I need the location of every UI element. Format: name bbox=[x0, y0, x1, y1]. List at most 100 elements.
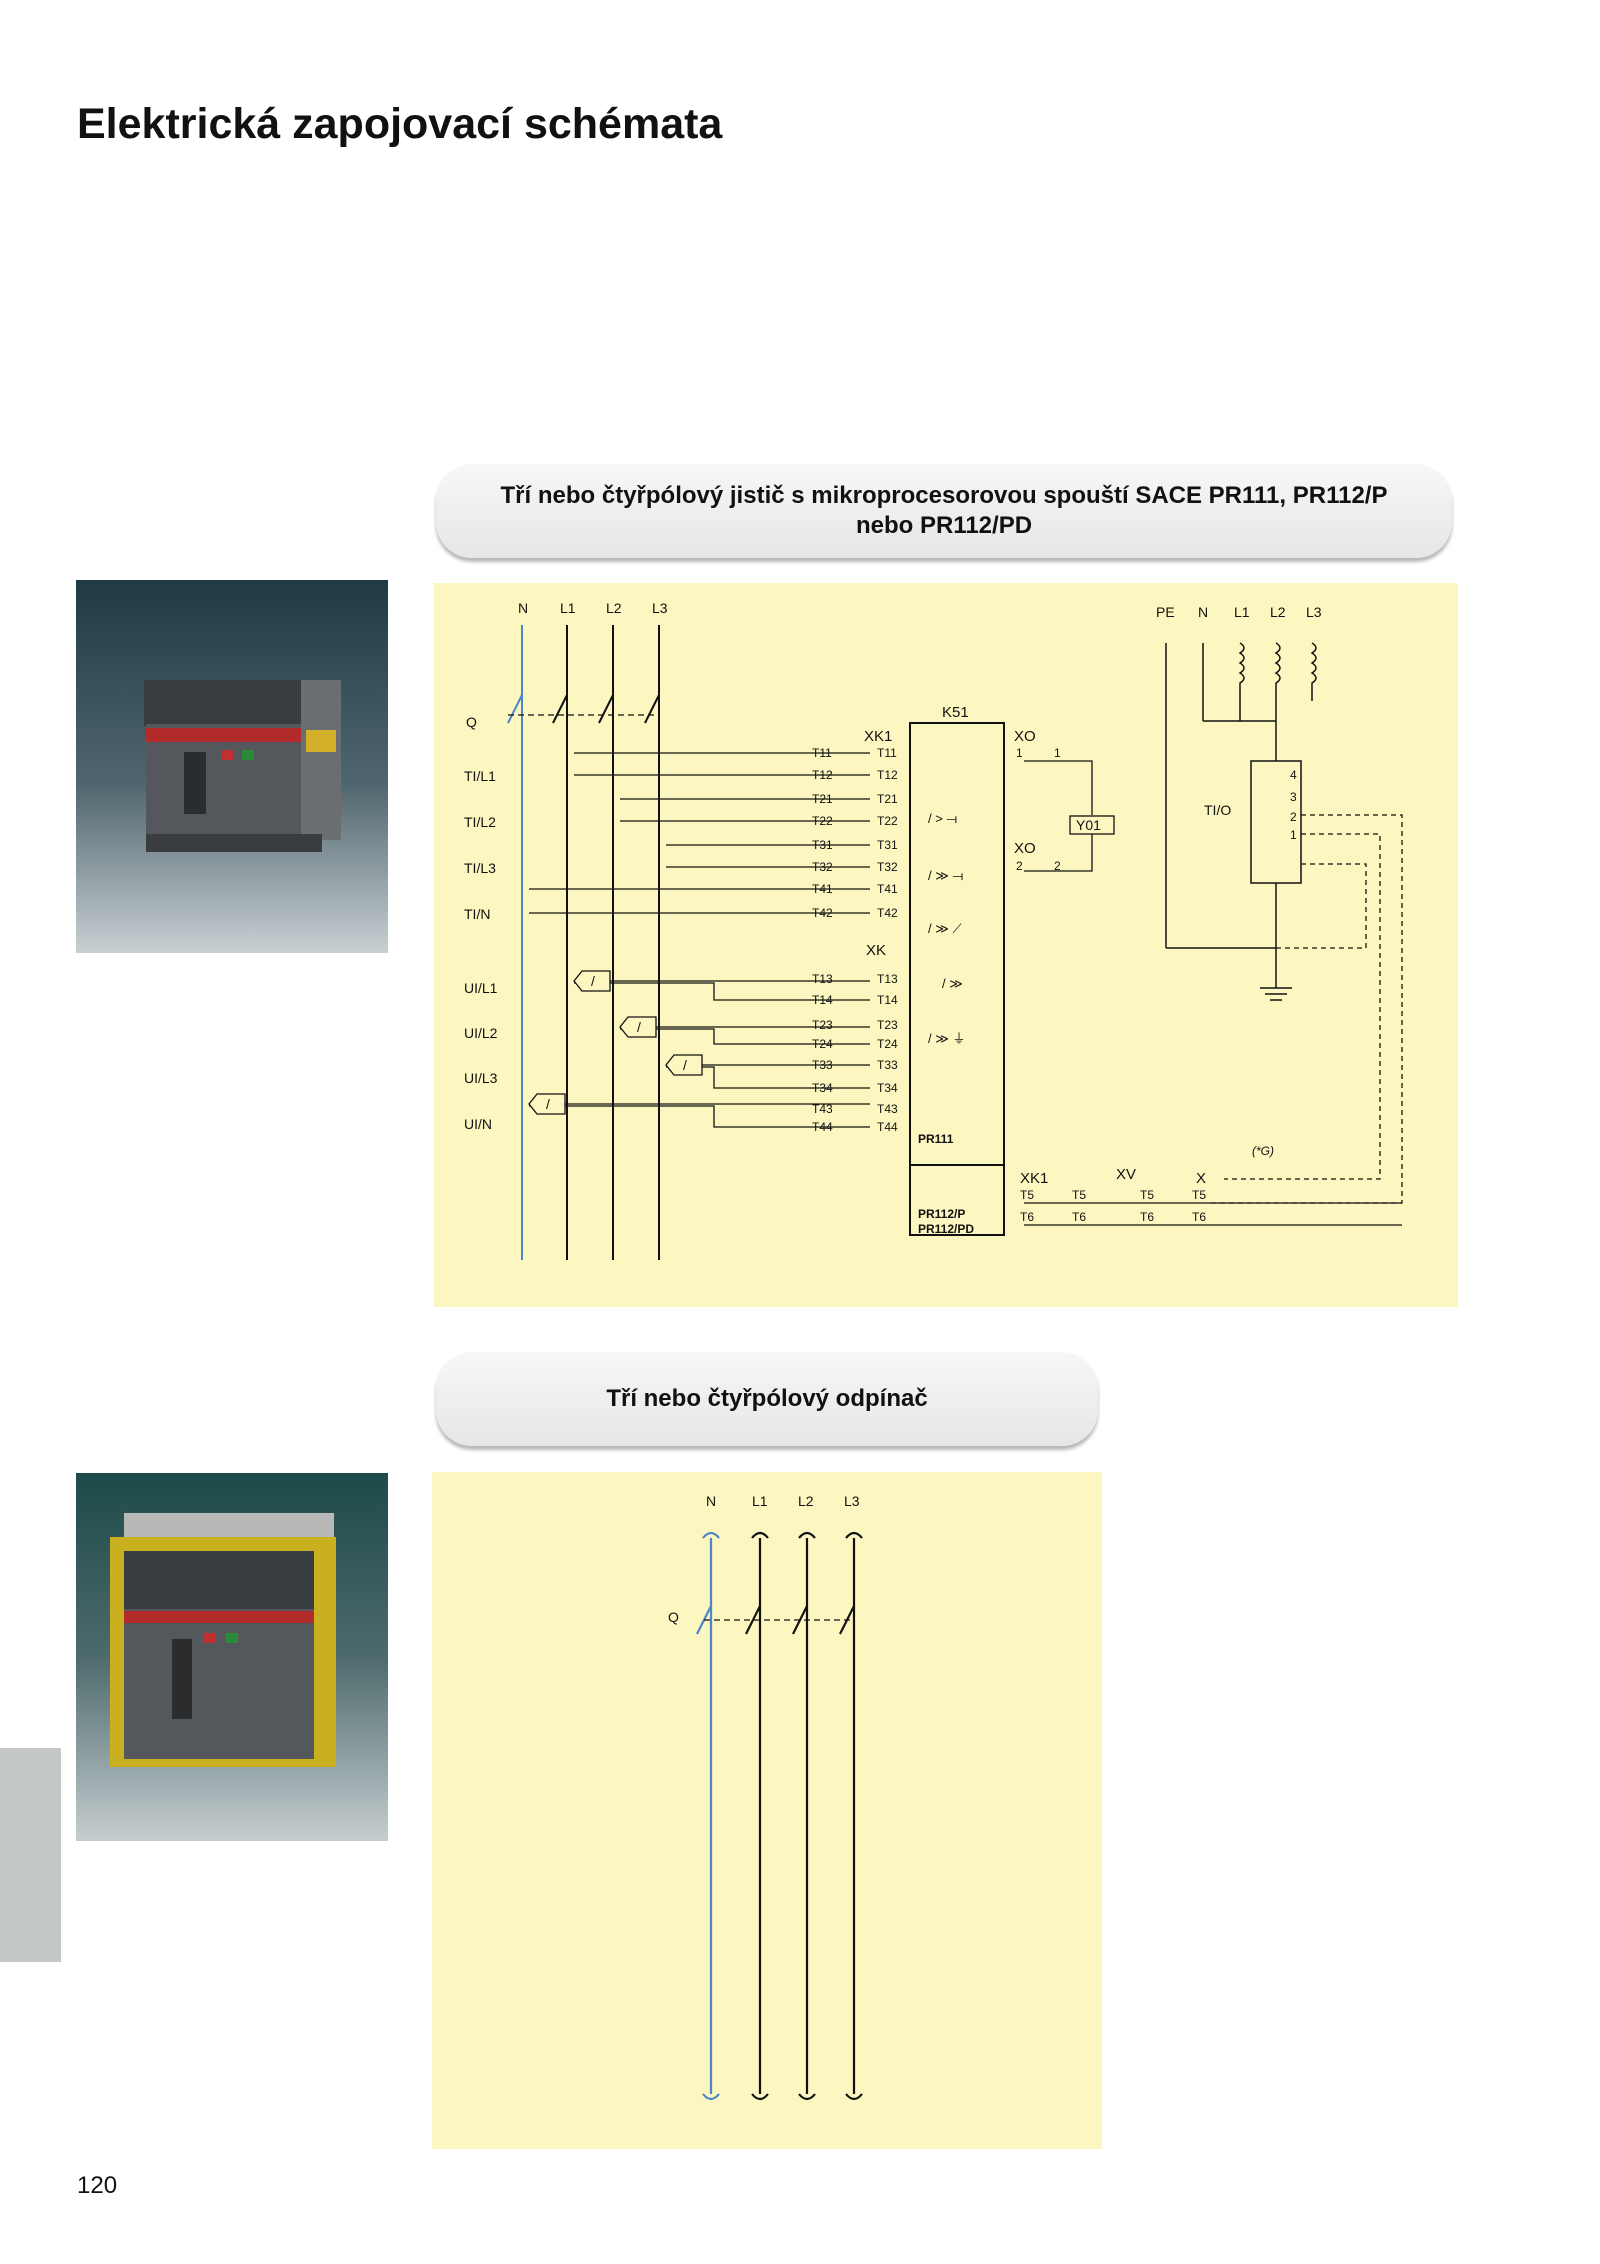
term-t13: T13 bbox=[812, 972, 833, 986]
label-xv: XV bbox=[1116, 1166, 1136, 1183]
t6-b: T6 bbox=[1072, 1210, 1086, 1224]
term-t31-k: T31 bbox=[877, 838, 898, 852]
term-t23: T23 bbox=[812, 1018, 833, 1032]
label-k51: K51 bbox=[942, 704, 969, 721]
term-t14-k: T14 bbox=[877, 993, 898, 1007]
ui-box-n: / bbox=[546, 1096, 550, 1112]
tio-pin-3: 3 bbox=[1290, 790, 1297, 804]
label-xo-1: XO bbox=[1014, 728, 1036, 745]
page-title: Elektrická zapojovací schémata bbox=[77, 100, 723, 148]
term-t14: T14 bbox=[812, 993, 833, 1007]
term-t13-k: T13 bbox=[877, 972, 898, 986]
term-t21-k: T21 bbox=[877, 792, 898, 806]
label-xo-2: XO bbox=[1014, 840, 1036, 857]
label-ti-l2: TI/L2 bbox=[464, 814, 496, 830]
ui-box-l3: / bbox=[683, 1057, 687, 1073]
term-t43-k: T43 bbox=[877, 1102, 898, 1116]
tio-pin-4: 4 bbox=[1290, 768, 1297, 782]
d2-pole-l2: L2 bbox=[798, 1493, 814, 1509]
label-g-note: (*G) bbox=[1252, 1144, 1274, 1158]
t5-a: T5 bbox=[1020, 1188, 1034, 1202]
relay-symbol-s: / ≫ ⟞ bbox=[928, 868, 963, 883]
heading-line-2: nebo PR112/PD bbox=[855, 512, 1033, 539]
label-ui-l1: UI/L1 bbox=[464, 980, 498, 996]
relay-symbol-ii: / ≫ bbox=[942, 976, 963, 991]
t5-c: T5 bbox=[1140, 1188, 1154, 1202]
term-t21: T21 bbox=[812, 792, 833, 806]
pole-l3: L3 bbox=[652, 600, 668, 616]
term-t43: T43 bbox=[812, 1102, 833, 1116]
section-heading-disconnector: Tří nebo čtyřpólový odpínač bbox=[436, 1352, 1098, 1446]
label-xk1-bottom: XK1 bbox=[1020, 1170, 1048, 1187]
label-ti-l1: TI/L1 bbox=[464, 768, 496, 784]
pole-l2: L2 bbox=[606, 600, 622, 616]
label-y01: Y01 bbox=[1076, 817, 1101, 833]
t5-d: T5 bbox=[1192, 1188, 1206, 1202]
term-t44-k: T44 bbox=[877, 1120, 898, 1134]
term-t12: T12 bbox=[812, 768, 833, 782]
xo-pin-1: 1 bbox=[1016, 746, 1023, 760]
d2-pole-l1: L1 bbox=[752, 1493, 768, 1509]
term-t24: T24 bbox=[812, 1037, 833, 1051]
relay-symbol-g: / ≫ ⏚ bbox=[928, 1031, 965, 1046]
term-t31: T31 bbox=[812, 838, 833, 852]
term-t32-k: T32 bbox=[877, 860, 898, 874]
term-t34-k: T34 bbox=[877, 1081, 898, 1095]
ui-box-l1: / bbox=[591, 973, 595, 989]
term-t42-k: T42 bbox=[877, 906, 898, 920]
heading-line-1: Tří nebo čtyřpólový jistič s mikroproces… bbox=[500, 482, 1388, 509]
t6-c: T6 bbox=[1140, 1210, 1154, 1224]
label-ui-n: UI/N bbox=[464, 1116, 492, 1132]
term-t33-k: T33 bbox=[877, 1058, 898, 1072]
wiring-diagram-disconnector: N L1 L2 L3 Q bbox=[432, 1472, 1102, 2149]
label-ui-l2: UI/L2 bbox=[464, 1025, 498, 1041]
term-t41-k: T41 bbox=[877, 882, 898, 896]
right-pole-l3: L3 bbox=[1306, 604, 1322, 620]
term-t11-k: T11 bbox=[877, 746, 897, 760]
term-t23-k: T23 bbox=[877, 1018, 898, 1032]
label-ti-n: TI/N bbox=[464, 906, 490, 922]
label-pr112pd: PR112/PD bbox=[918, 1222, 974, 1236]
label-pr112p: PR112/P bbox=[918, 1207, 965, 1221]
xo-pin-2b: 2 bbox=[1054, 859, 1061, 873]
label-tio: TI/O bbox=[1204, 802, 1231, 818]
term-t12-k: T12 bbox=[877, 768, 898, 782]
label-xk1: XK1 bbox=[864, 728, 892, 745]
d2-pole-l3: L3 bbox=[844, 1493, 860, 1509]
page-number: 120 bbox=[77, 2172, 118, 2199]
term-t41: T41 bbox=[812, 882, 833, 896]
term-t11: T11 bbox=[812, 746, 832, 760]
term-t44: T44 bbox=[812, 1120, 833, 1134]
label-xk: XK bbox=[866, 942, 886, 959]
label-x: X bbox=[1196, 1170, 1206, 1187]
right-pole-pe: PE bbox=[1156, 604, 1175, 620]
section-heading-breaker: Tří nebo čtyřpólový jistič s mikroproces… bbox=[436, 464, 1452, 558]
heading-disconnector-text: Tří nebo čtyřpólový odpínač bbox=[606, 1385, 928, 1412]
disconnector-photo bbox=[76, 1473, 388, 1841]
right-pole-l1: L1 bbox=[1234, 604, 1250, 620]
relay-symbol-i: / ≫ ⟋ bbox=[928, 921, 962, 936]
term-t34: T34 bbox=[812, 1081, 833, 1095]
breaker-photo bbox=[76, 580, 388, 953]
right-pole-n: N bbox=[1198, 604, 1208, 620]
relay-symbol-l: / > ⟞ bbox=[928, 811, 957, 826]
right-pole-l2: L2 bbox=[1270, 604, 1286, 620]
xo-pin-1b: 1 bbox=[1054, 746, 1061, 760]
t6-a: T6 bbox=[1020, 1210, 1034, 1224]
label-q: Q bbox=[466, 714, 477, 730]
term-t42: T42 bbox=[812, 906, 833, 920]
term-t32: T32 bbox=[812, 860, 833, 874]
tio-pin-2: 2 bbox=[1290, 810, 1297, 824]
term-t33: T33 bbox=[812, 1058, 833, 1072]
xo-pin-2: 2 bbox=[1016, 859, 1023, 873]
label-ui-l3: UI/L3 bbox=[464, 1070, 498, 1086]
term-t24-k: T24 bbox=[877, 1037, 898, 1051]
label-ti-l3: TI/L3 bbox=[464, 860, 496, 876]
d2-label-q: Q bbox=[668, 1609, 679, 1625]
term-t22: T22 bbox=[812, 814, 833, 828]
t6-d: T6 bbox=[1192, 1210, 1206, 1224]
pole-l1: L1 bbox=[560, 600, 576, 616]
d2-pole-n: N bbox=[706, 1493, 716, 1509]
label-pr111: PR111 bbox=[918, 1132, 954, 1146]
side-tab bbox=[0, 1748, 61, 1962]
